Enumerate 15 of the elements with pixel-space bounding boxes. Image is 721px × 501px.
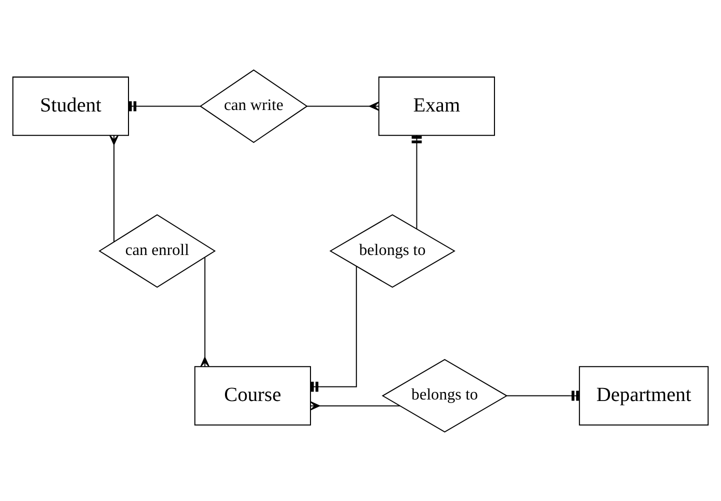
connector (310, 400, 400, 410)
node-box: Department (578, 366, 709, 425)
connector (200, 257, 210, 366)
node-box: Exam (378, 76, 495, 136)
node-diamond: can write (200, 68, 308, 143)
node-diamond: belongs to (382, 358, 508, 432)
connector (109, 134, 119, 242)
node-box: Course (194, 366, 311, 425)
node-diamond: can enroll (98, 214, 216, 288)
connector (128, 100, 200, 111)
node-diamond: belongs to (329, 214, 456, 288)
connector (310, 266, 357, 392)
node-box: Student (12, 76, 129, 136)
connector (307, 101, 380, 110)
connector (506, 390, 580, 400)
